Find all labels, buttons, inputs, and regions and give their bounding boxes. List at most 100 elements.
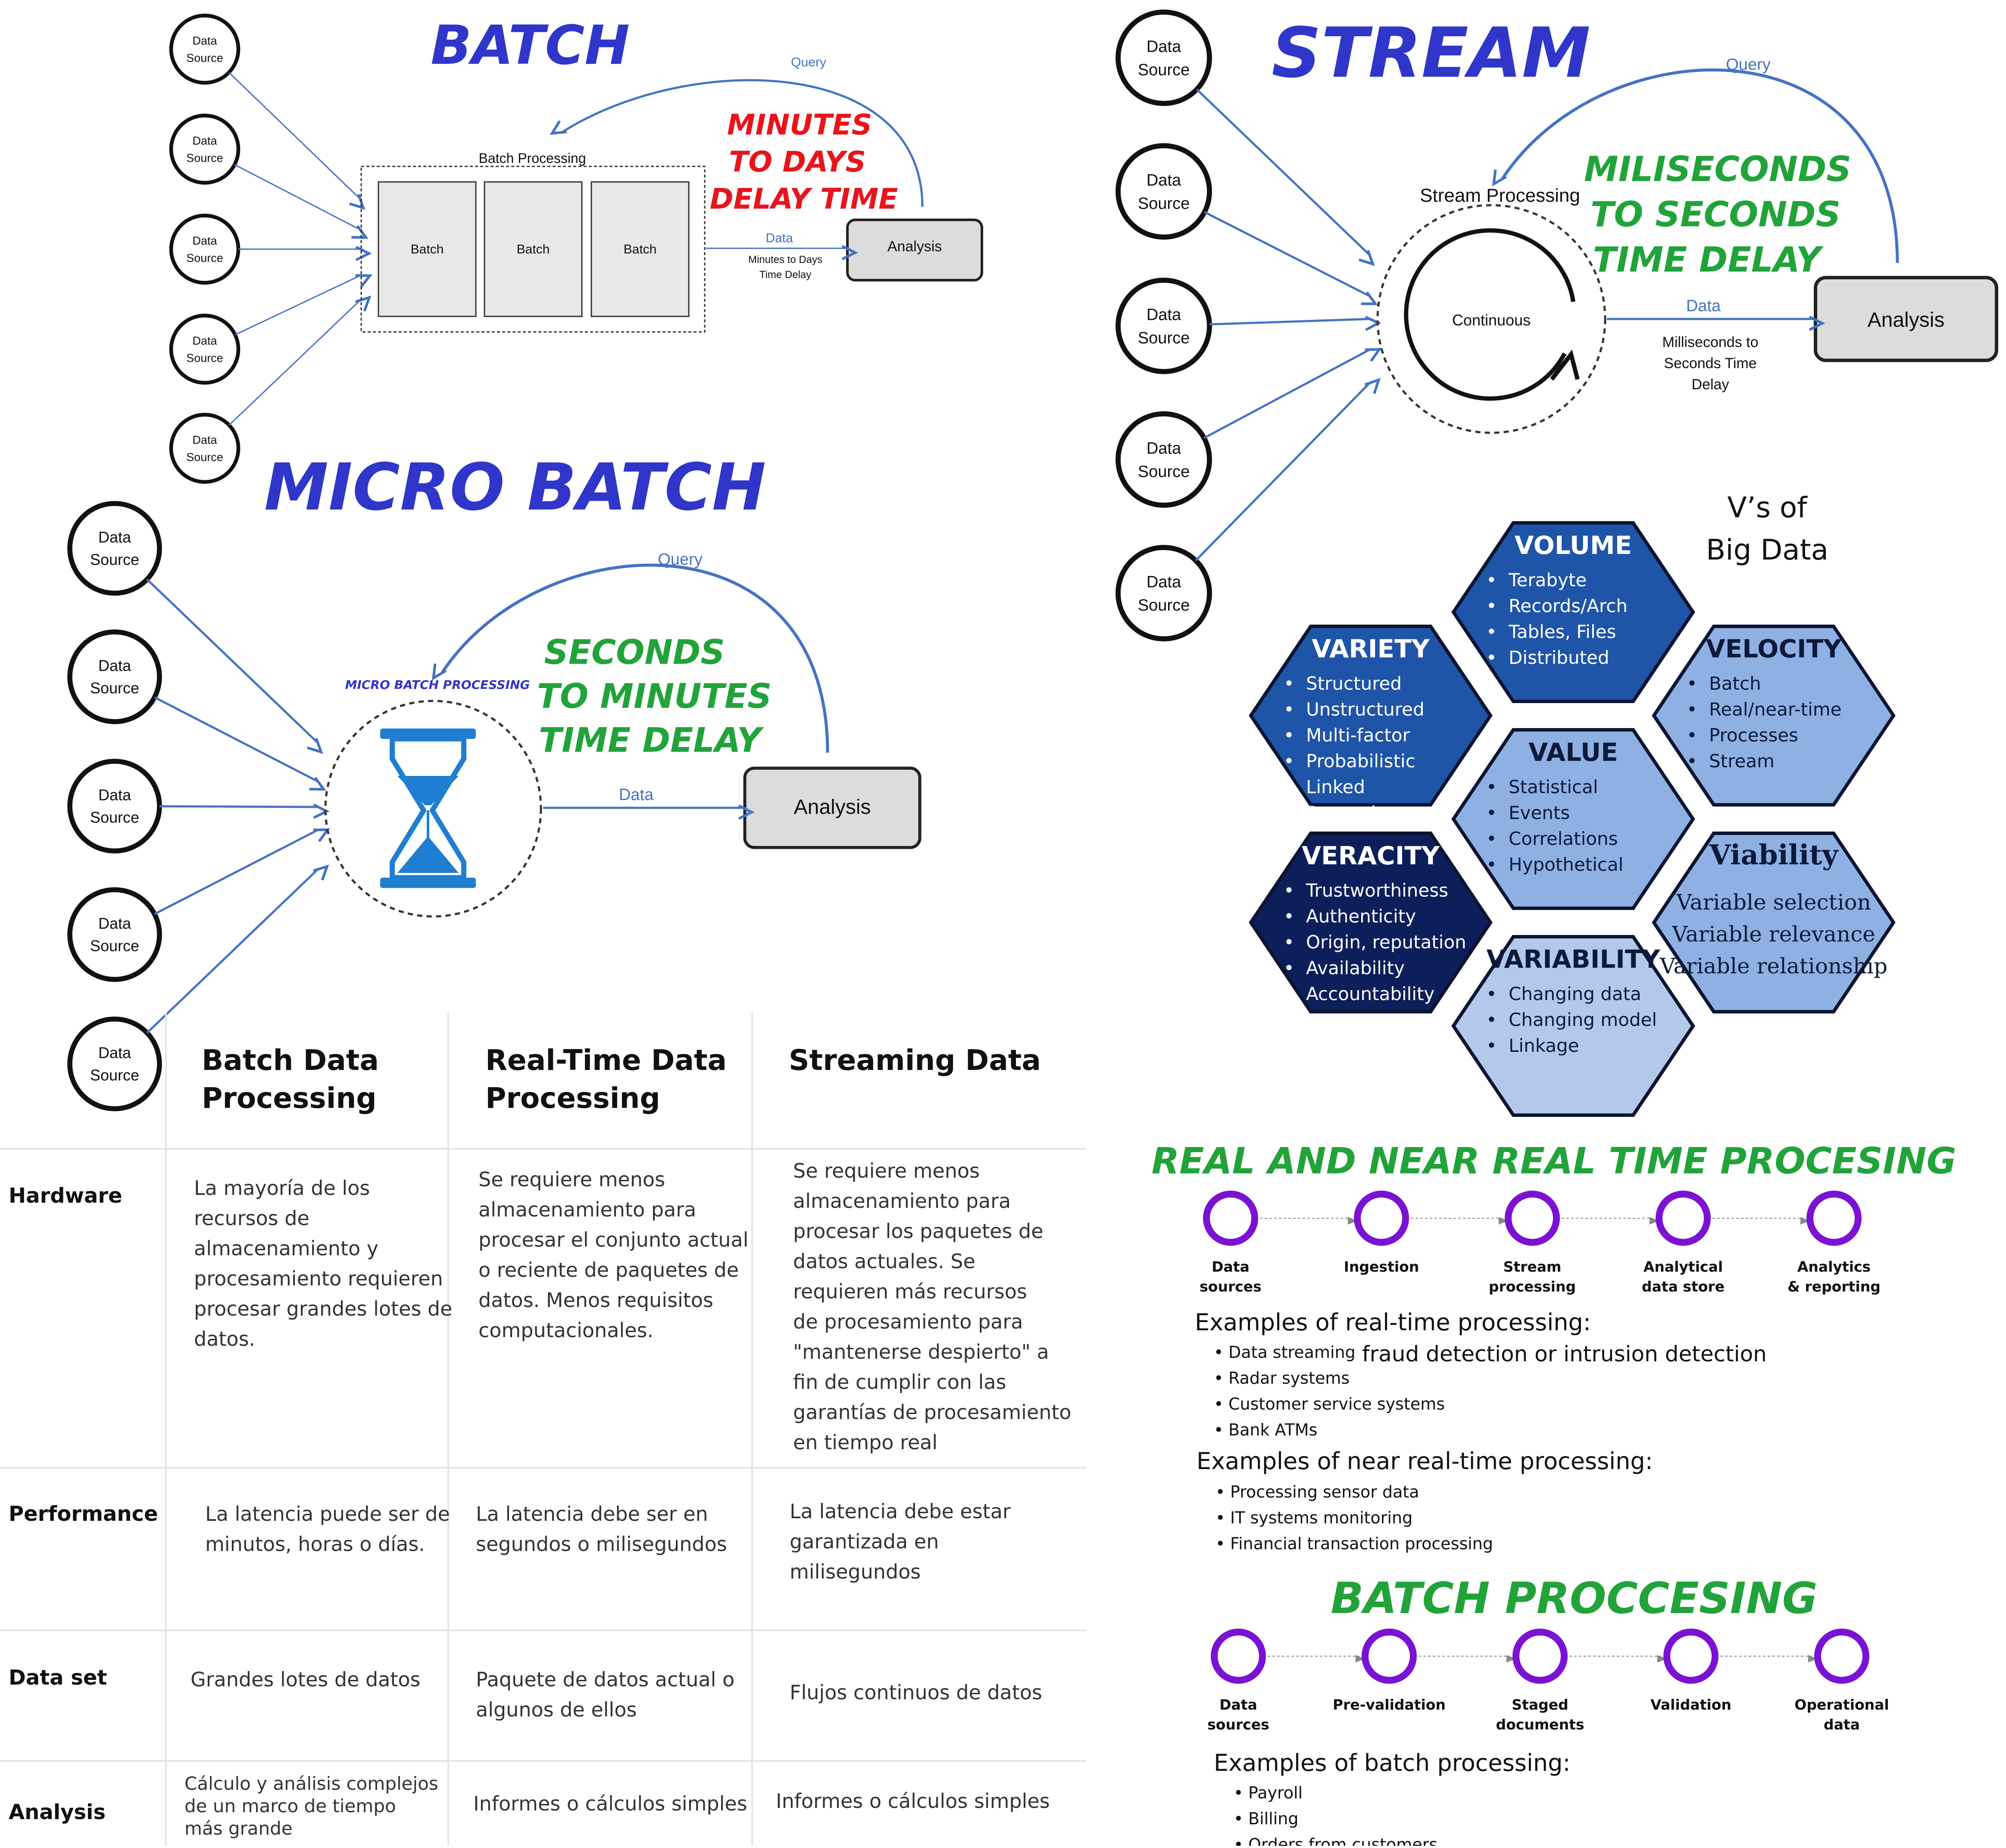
data-source-label: Data bbox=[98, 1044, 131, 1062]
table-cell-text: o reciente de paquetes de bbox=[478, 1258, 739, 1282]
pipeline-step: Ingestion bbox=[1344, 1191, 1509, 1275]
table-cell-text: Se requiere menos bbox=[793, 1159, 980, 1182]
vs-cell-item: Linkage bbox=[1509, 1035, 1579, 1056]
data-source-arrow bbox=[1209, 316, 1382, 331]
stream-processing-circle bbox=[1376, 204, 1606, 434]
micro-delay-big-3: TIME DELAY bbox=[539, 721, 764, 760]
vs-cell-title: VERACITY bbox=[1302, 841, 1440, 870]
pipeline-step-label: Data bbox=[1212, 1258, 1250, 1275]
table-cell-text: requieren más recursos bbox=[793, 1280, 1027, 1303]
vs-cell-item: Linked bbox=[1306, 776, 1365, 797]
data-source-arrow bbox=[154, 828, 331, 915]
table-cell-text: datos actuales. Se bbox=[793, 1250, 975, 1273]
stream-delay-big-1: MILISECONDS bbox=[1584, 149, 1851, 189]
table-cell-text: procesar los paquetes de bbox=[793, 1219, 1044, 1243]
stream-data-label: Data bbox=[1686, 297, 1721, 315]
vs-hexagon bbox=[1652, 832, 1896, 1013]
bullet-icon: • bbox=[1284, 983, 1294, 1004]
vs-hexagon bbox=[1652, 625, 1896, 807]
pipeline-step: Validation bbox=[1650, 1629, 1818, 1713]
pipeline-step-label: Analytics bbox=[1797, 1258, 1871, 1275]
micro-processing-label: MICRO BATCH PROCESSING bbox=[345, 678, 530, 692]
data-source-label: Source bbox=[90, 551, 139, 569]
table-header: Processing bbox=[202, 1082, 377, 1115]
bullet-icon: • bbox=[1284, 880, 1294, 901]
table-cell-text: en tiempo real bbox=[793, 1431, 937, 1454]
data-source-label: Data bbox=[1147, 439, 1181, 457]
micro-batch-title: MICRO BATCH bbox=[264, 450, 766, 525]
vs-cell-item: Multi-factor bbox=[1306, 725, 1410, 746]
pipeline-step-label: Stream bbox=[1503, 1258, 1562, 1275]
vs-hexagon bbox=[1451, 935, 1695, 1117]
bullet-icon: • bbox=[1486, 776, 1497, 797]
data-source-label: Data bbox=[1147, 171, 1181, 189]
data-source-label: Source bbox=[1138, 194, 1190, 213]
data-source-arrow bbox=[146, 864, 329, 1034]
pipeline-step-label: Operational bbox=[1794, 1696, 1889, 1713]
batch-data-label: Data bbox=[766, 231, 793, 245]
table-cell-text: Cálculo y análisis complejos bbox=[184, 1773, 438, 1794]
vs-cell-title: VELOCITY bbox=[1706, 634, 1842, 663]
data-source-circle bbox=[169, 413, 241, 484]
stream-delay-small-3: Delay bbox=[1692, 376, 1729, 393]
table-cell-text: garantizada en bbox=[790, 1530, 939, 1553]
pipeline-step-label: Pre-validation bbox=[1333, 1696, 1446, 1713]
table-cell-text: más grande bbox=[184, 1818, 293, 1839]
data-source-label: Data bbox=[192, 334, 217, 347]
vs-cell-variability: VARIABILITY•Changing data•Changing model… bbox=[1451, 935, 1695, 1117]
pipeline-step-label: data store bbox=[1642, 1278, 1725, 1295]
vs-cell-item: Dynamic bbox=[1306, 802, 1386, 823]
bullet-icon: • bbox=[1486, 569, 1497, 591]
pipeline-step: Analytics& reporting bbox=[1787, 1191, 1881, 1295]
data-source-label: Source bbox=[186, 251, 223, 264]
data-source-label: Data bbox=[192, 34, 217, 47]
table-cell-text: algunos de ellos bbox=[476, 1698, 637, 1721]
micro-query-arrow bbox=[431, 563, 829, 753]
data-source-label: Data bbox=[192, 134, 217, 147]
data-source-label: Source bbox=[90, 1066, 139, 1084]
data-source-circle bbox=[67, 759, 162, 854]
data-source-circle bbox=[169, 113, 241, 185]
realtime-examples-extra: fraud detection or intrusion detection bbox=[1362, 1341, 1767, 1366]
bullet-icon: • bbox=[1486, 802, 1497, 823]
batch-delay-small-1: Minutes to Days bbox=[748, 254, 822, 266]
pipeline-step-label: Analytical bbox=[1644, 1258, 1723, 1275]
micro-analysis-label: Analysis bbox=[794, 796, 871, 819]
list-item: Bank ATMs bbox=[1228, 1420, 1317, 1439]
list-item: Processing sensor data bbox=[1230, 1482, 1419, 1501]
table-header: Processing bbox=[485, 1082, 660, 1115]
table-header: Batch Data bbox=[202, 1044, 379, 1077]
pipeline-step-label: documents bbox=[1496, 1716, 1584, 1733]
bullet-icon: • bbox=[1234, 1783, 1243, 1802]
bullet-icon: • bbox=[1215, 1482, 1225, 1501]
data-source-label: Data bbox=[192, 234, 217, 247]
bullet-icon: • bbox=[1214, 1420, 1223, 1439]
list-item: Payroll bbox=[1248, 1783, 1303, 1802]
data-source-arrow bbox=[234, 274, 373, 335]
pipeline-step: Pre-validation bbox=[1333, 1629, 1516, 1713]
batch-block-3: Batch bbox=[591, 181, 690, 317]
data-source-arrow bbox=[146, 578, 323, 754]
vs-cell-item: Real/near-time bbox=[1709, 699, 1842, 720]
data-source-circle bbox=[1115, 143, 1212, 240]
bullet-icon: • bbox=[1486, 621, 1497, 642]
bullet-icon: • bbox=[1284, 802, 1294, 823]
batch-processing-section: BATCH PROCCESING DatasourcesPre-validati… bbox=[1207, 1573, 1889, 1848]
list-item: IT systems monitoring bbox=[1230, 1508, 1412, 1527]
data-source-arrow bbox=[1196, 88, 1375, 266]
table-cell-text: La latencia debe estar bbox=[790, 1500, 1011, 1523]
table-cell-text: procesar el conjunto actual bbox=[478, 1228, 748, 1251]
data-source-circle bbox=[67, 887, 162, 982]
pipeline-step-circle bbox=[1505, 1191, 1560, 1246]
table-header: Real-Time Data bbox=[485, 1044, 727, 1077]
vs-cell-title: VOLUME bbox=[1515, 531, 1632, 560]
table-cell-text: La latencia puede ser de bbox=[205, 1502, 450, 1526]
vs-cell-item: Trustworthiness bbox=[1306, 880, 1448, 901]
pipeline-step-label: Staged bbox=[1512, 1696, 1568, 1713]
table-cell-text: Informes o cálculos simples bbox=[776, 1789, 1050, 1813]
